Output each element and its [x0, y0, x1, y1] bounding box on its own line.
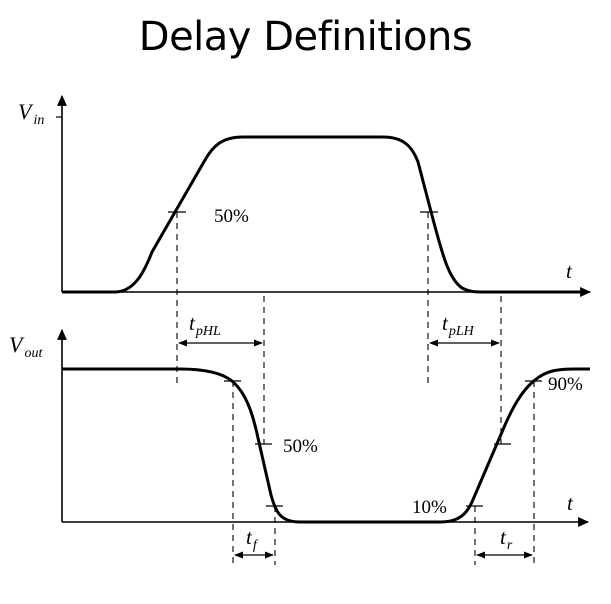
page-title: Delay Definitions: [138, 14, 473, 60]
guide-lines: [176, 212, 535, 565]
output-waveform: [62, 367, 590, 524]
output-10-label: 10%: [412, 497, 447, 518]
tplh-label: tpLH: [442, 311, 475, 339]
input-50-label: 50%: [214, 206, 249, 227]
input-t-axis-label: t: [566, 259, 573, 283]
output-axes: [57, 328, 590, 527]
output-50-label: 50%: [283, 436, 318, 457]
tphl-label: tpHL: [189, 311, 221, 339]
input-waveform: [62, 135, 580, 294]
tr-label: tr: [500, 525, 513, 553]
tf-label: tf: [246, 525, 259, 553]
input-axes: [56, 94, 592, 297]
output-t-axis-label: t: [567, 491, 574, 515]
output-90-label: 90%: [548, 374, 583, 395]
